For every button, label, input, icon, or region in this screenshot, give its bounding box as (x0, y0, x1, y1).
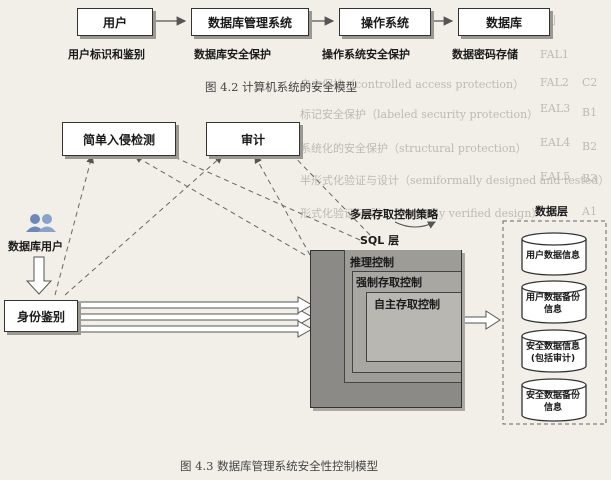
label-encrypt: 数据密码存储 (452, 48, 518, 61)
user-box: 用户 (77, 8, 153, 36)
cylinder-shape (521, 280, 587, 324)
background-line-text: 半形式化验证与设计（semiformally designed and test… (300, 174, 610, 187)
data-cylinder: 安全数据信息 (包括审计) (520, 329, 587, 373)
cylinder-label: 用户数据备份 信息 (525, 292, 580, 315)
discretionary-control-layer (366, 292, 461, 362)
background-left-text: EAL4 (540, 136, 571, 149)
data-cylinder: 安全数据备份 信息 (520, 378, 587, 422)
identity-auth-box: 身份鉴别 (4, 300, 78, 332)
background-left-text: EAL3 (540, 102, 571, 115)
mandatory-control-label: 强制存取控制 (356, 276, 422, 289)
cylinder-shape (521, 232, 587, 276)
intrusion-detection-box: 简单入侵检测 (62, 122, 176, 156)
background-left-text: FAL2 (540, 76, 569, 89)
audit-box: 审计 (206, 122, 300, 156)
background-right-text: B1 (582, 106, 598, 119)
background-line-text: 系统化的安全保护（structural protection） (300, 142, 527, 155)
inference-control-label: 推理控制 (350, 256, 394, 269)
background-line-text: 自主保护（controlled access protection） (300, 78, 525, 91)
db-user-icon (26, 214, 56, 232)
data-layer-label: 数据层 (535, 205, 568, 218)
background-right-text: B2 (582, 140, 598, 153)
background-right-text: A1 (582, 205, 597, 218)
background-line-text: 形式化验证与设计（formally verified design） (300, 207, 543, 220)
cylinder-shape (521, 378, 587, 422)
discretionary-control-label: 自主存取控制 (374, 298, 440, 311)
cylinder-label: 安全数据备份 信息 (525, 390, 580, 413)
multi-policy-label: 多层存取控制策略 (350, 208, 438, 221)
os-box: 操作系统 (339, 8, 431, 36)
label-os-protect: 操作系统安全保护 (322, 48, 410, 61)
background-right-text: C2 (582, 76, 598, 89)
label-db-protect: 数据库安全保护 (194, 48, 271, 61)
db-user-label: 数据库用户 (8, 240, 63, 253)
background-line-text: 标记安全保护（labeled security protection） (300, 108, 539, 121)
background-left-text: FAL1 (540, 48, 569, 61)
data-cylinder: 用户数据信息 (520, 232, 587, 276)
figure-caption-4-3: 图 4.3 数据库管理系统安全性控制模型 (180, 459, 379, 473)
figure-caption-4-2: 图 4.2 计算机系统的安全模型 (205, 80, 358, 94)
cylinder-label: 安全数据信息 (包括审计) (525, 341, 580, 364)
dbms-box: 数据库管理系统 (191, 8, 309, 36)
data-cylinder: 用户数据备份 信息 (520, 280, 587, 324)
sql-layer-label: SQL 层 (360, 234, 400, 247)
background-right-text: B3 (582, 172, 598, 185)
cylinder-shape (521, 329, 587, 373)
background-left-text: EAL5 (540, 170, 571, 183)
cylinder-label: 用户数据信息 (525, 250, 580, 261)
database-box: 数据库 (458, 8, 550, 36)
label-user-auth: 用户标识和鉴别 (68, 48, 145, 61)
